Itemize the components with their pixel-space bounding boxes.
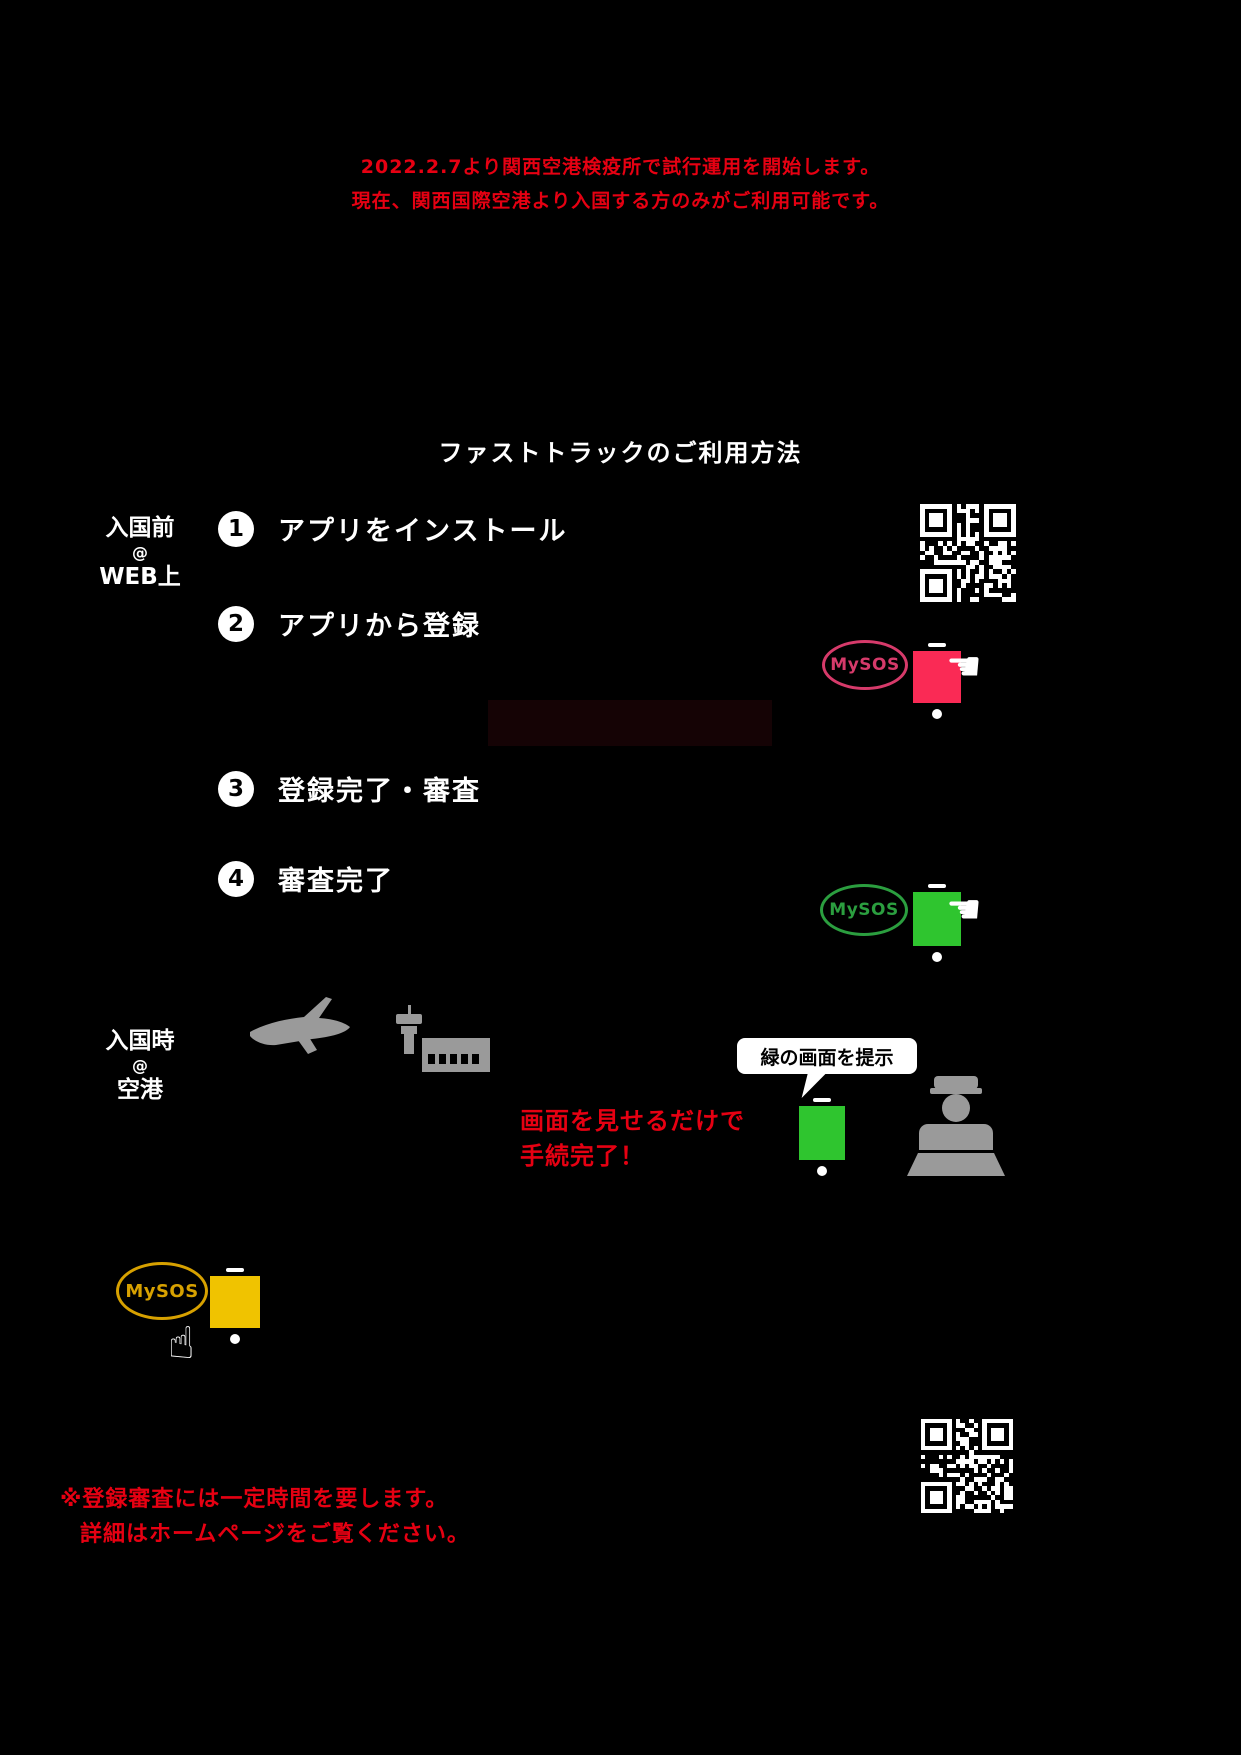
step-label: アプリから登録: [278, 611, 481, 642]
step-row-approved: 4 審査完了: [218, 859, 394, 898]
qr-code-icon-bottom: [921, 1419, 1013, 1513]
stage-label-pre-entry: 入国前 @ WEB上: [90, 514, 190, 592]
stage-arrival-name: 入国時: [105, 1028, 175, 1054]
mysos-logo-yellow: MySOS: [116, 1262, 208, 1320]
hand-pointer-icon: ☚: [946, 644, 982, 690]
mysos-label: MySOS: [125, 1280, 199, 1302]
step-number-badge: 3: [218, 770, 254, 807]
phone-icon-red-screen: [913, 641, 961, 719]
step-label: アプリをインストール: [278, 516, 568, 547]
hand-pointer-icon: ☚: [946, 887, 982, 933]
top-notice: 2022.2.7より関西空港検疫所で試行運用を開始します。 現在、関西国際空港よ…: [0, 150, 1241, 218]
arrival-note: 画面を見せるだけで 手続完了！: [520, 1104, 745, 1174]
footer-note: ※登録審査には一定時間を要します。 詳細はホームページをご覧ください。: [60, 1482, 470, 1552]
footer-note-line1: ※登録審査には一定時間を要します。: [60, 1487, 449, 1512]
stage-arrival-place: 空港: [117, 1077, 163, 1103]
stage-label-at-arrival: 入国時 @ 空港: [90, 1027, 190, 1105]
speech-bubble-text: 緑の画面を提示: [760, 1046, 894, 1069]
step-number-badge: 2: [218, 605, 254, 642]
top-notice-line2: 現在、関西国際空港より入国する方のみがご利用可能です。: [351, 190, 890, 212]
step-number-badge: 1: [218, 510, 254, 547]
speech-bubble: 緑の画面を提示: [737, 1038, 917, 1098]
step-label: 審査完了: [278, 866, 394, 897]
phone-home-button-icon: [932, 952, 942, 962]
page-title: ファストトラックのご利用方法: [438, 439, 803, 467]
phone-icon-yellow-screen: [210, 1266, 260, 1344]
phone-screen-green: [913, 892, 961, 946]
phone-speaker-icon: [928, 884, 946, 888]
step-row-review: 3 登録完了・審査: [218, 769, 481, 808]
step-number-badge: 4: [218, 860, 254, 897]
stage-pre-at: @: [132, 543, 148, 562]
airplane-icon: [250, 997, 350, 1054]
phone-speaker-icon: [226, 1268, 244, 1272]
mysos-label: MySOS: [829, 900, 899, 920]
step-label: 登録完了・審査: [278, 776, 481, 807]
phone-home-button-icon: [230, 1334, 240, 1344]
phone-icon-green-screen: [913, 882, 961, 962]
phone-home-button-icon: [817, 1166, 827, 1176]
airport-building-icon: [396, 1005, 490, 1072]
step-row-install: 1 アプリをインストール: [218, 509, 567, 548]
top-notice-line1: 2022.2.7より関西空港検疫所で試行運用を開始します。: [360, 156, 881, 178]
dim-panel: [488, 700, 772, 746]
stage-pre-name: 入国前: [105, 515, 175, 541]
phone-speaker-icon: [928, 643, 946, 647]
footer-note-line2: 詳細はホームページをご覧ください。: [80, 1522, 470, 1547]
phone-home-button-icon: [932, 709, 942, 719]
phone-speaker-icon: [813, 1098, 831, 1102]
qr-code-icon-top: [920, 504, 1016, 602]
arrival-note-line2: 手続完了！: [520, 1142, 645, 1170]
step-row-register: 2 アプリから登録: [218, 604, 481, 643]
mysos-logo-green: MySOS: [820, 884, 908, 936]
stage-arrival-at: @: [132, 1056, 148, 1075]
phone-screen-yellow: [210, 1276, 260, 1328]
mysos-label: MySOS: [830, 655, 900, 675]
hand-pointer-icon: ☝: [168, 1318, 195, 1369]
stage-pre-place: WEB上: [99, 564, 181, 590]
phone-screen-green: [799, 1106, 845, 1160]
phone-icon-green-screen-shown: [799, 1096, 845, 1176]
quarantine-officer-icon: [907, 1076, 1005, 1176]
phone-screen-red: [913, 651, 961, 703]
speech-bubble-tail: [801, 1071, 829, 1098]
mysos-logo-red: MySOS: [822, 640, 908, 690]
arrival-note-line1: 画面を見せるだけで: [520, 1107, 745, 1135]
